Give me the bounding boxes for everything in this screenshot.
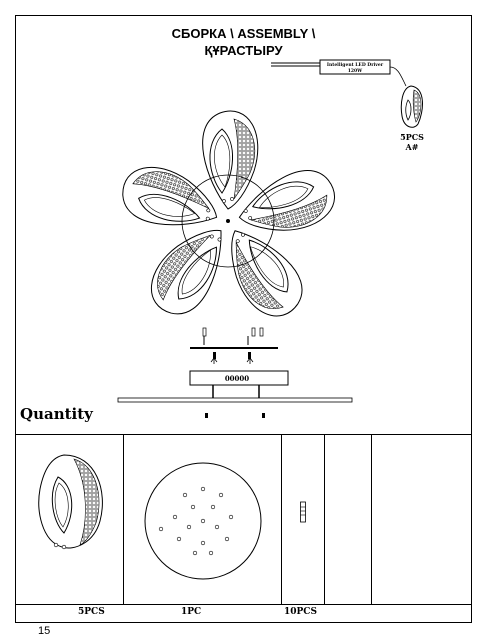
- petal-callout-count: 5PCS: [400, 132, 424, 142]
- petal-callout-code: A#: [405, 142, 419, 152]
- petal-callout: 5PCS A#: [400, 85, 424, 152]
- screw-icon: [202, 327, 264, 359]
- canopy-plate: 00000: [117, 370, 353, 418]
- fixture-petal: [202, 110, 259, 210]
- screw-icon: [300, 501, 306, 523]
- mounting-bar: [190, 327, 278, 364]
- quantity-count-screw: 10PCS: [284, 607, 317, 617]
- assembly-drawing: Intelligent LED Driver 120W 5PCS A#: [115, 59, 424, 418]
- driver-label: Intelligent LED Driver: [327, 62, 384, 68]
- flower-fixture: [115, 110, 343, 328]
- quantity-table: 5PCS 1PC 10PCS: [16, 434, 471, 623]
- page-number: 15: [38, 625, 51, 637]
- quantity-label: Quantity: [20, 405, 93, 423]
- assembly-title-kazakh: ҚҰРАСТЫРУ: [204, 43, 283, 58]
- ceiling-plate-icon: [144, 462, 262, 580]
- driver-power: 120W: [348, 68, 363, 74]
- led-driver: Intelligent LED Driver 120W: [271, 59, 407, 87]
- canopy-label: 00000: [225, 374, 249, 383]
- assembly-sheet: СБОРКА \ ASSEMBLY \ ҚҰРАСТЫРУ Intelligen…: [15, 15, 472, 623]
- petal-lamp-icon: [38, 454, 103, 550]
- quantity-count-plate: 1PC: [181, 607, 202, 617]
- assembly-title: СБОРКА \ ASSEMBLY \: [171, 26, 316, 41]
- quantity-count-petal: 5PCS: [78, 607, 105, 617]
